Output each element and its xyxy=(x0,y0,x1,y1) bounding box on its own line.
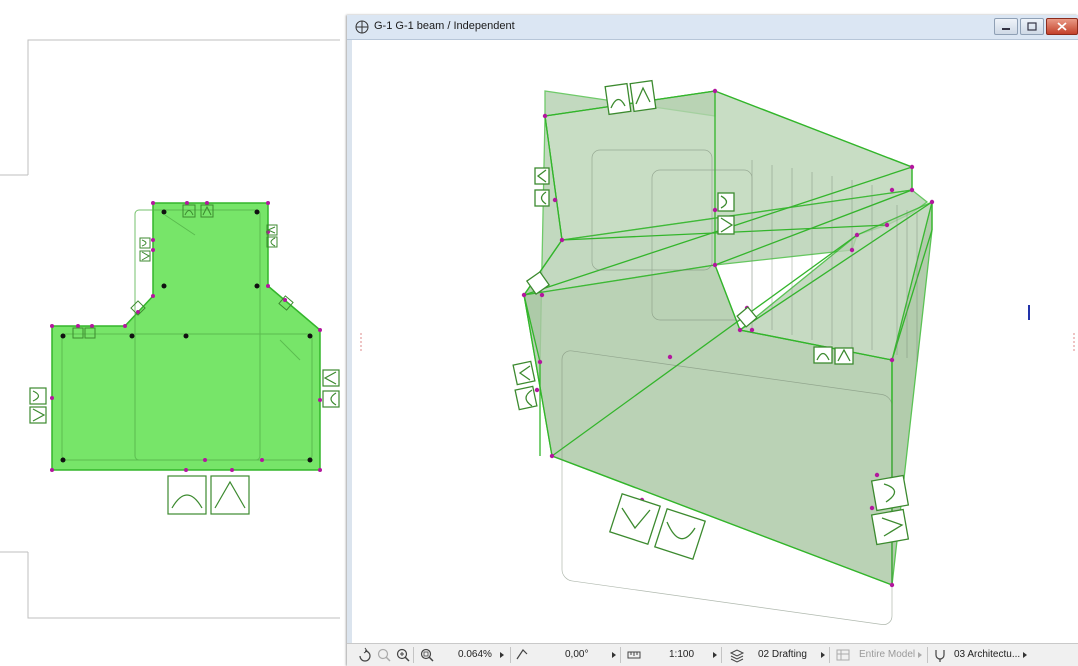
cross-section-view[interactable] xyxy=(0,0,350,666)
layers-icon[interactable] xyxy=(729,647,745,663)
renovation-icon[interactable] xyxy=(932,647,948,663)
zoom-dropdown-arrow[interactable] xyxy=(500,652,504,658)
angle-value[interactable]: 0,00° xyxy=(565,649,589,660)
minimize-icon xyxy=(1002,28,1010,30)
status-bar: 0.064% 0,00° 1:100 02 Drafting Entire Mo… xyxy=(347,643,1078,666)
rotation-angle-icon[interactable] xyxy=(514,647,530,663)
rebar-dots xyxy=(60,209,313,463)
separator xyxy=(829,647,830,663)
arc-shape-icon xyxy=(167,475,207,515)
scale-value[interactable]: 1:100 xyxy=(669,649,695,660)
beam-3d-model[interactable] xyxy=(522,90,933,586)
restore-button[interactable] xyxy=(1020,18,1044,35)
separator xyxy=(927,647,928,663)
cross-section-canvas xyxy=(0,39,340,619)
model-view-icon[interactable] xyxy=(835,647,851,663)
section-shape-icons[interactable] xyxy=(72,204,294,339)
section-large-icons[interactable] xyxy=(29,369,340,515)
renovation-filter[interactable]: 03 Architectu... xyxy=(954,649,1021,660)
close-icon xyxy=(1057,22,1067,31)
3d-viewport[interactable] xyxy=(352,40,1078,644)
layer-dropdown-arrow[interactable] xyxy=(821,652,825,658)
separator xyxy=(413,647,414,663)
section-frame xyxy=(0,39,340,619)
zoom-value[interactable]: 0.064% xyxy=(458,649,492,660)
scale-dropdown-arrow[interactable] xyxy=(713,652,717,658)
model-view-option[interactable]: Entire Model xyxy=(859,649,916,660)
separator xyxy=(510,647,511,663)
separator xyxy=(620,647,621,663)
scale-icon[interactable] xyxy=(626,647,642,663)
section-hotspots[interactable] xyxy=(50,201,322,472)
3d-model-canvas xyxy=(360,79,1075,625)
angle-dropdown-arrow[interactable] xyxy=(612,652,616,658)
layer-combination[interactable]: 02 Drafting xyxy=(758,649,807,660)
3d-window[interactable]: G-1 G-1 beam / Independent xyxy=(347,15,1078,666)
minimize-button[interactable] xyxy=(994,18,1018,35)
zoom-fit-icon[interactable] xyxy=(419,647,435,663)
title-bar[interactable]: G-1 G-1 beam / Independent xyxy=(347,15,1078,40)
window-title: G-1 G-1 beam / Independent xyxy=(374,20,515,32)
renovation-dropdown-arrow[interactable] xyxy=(1023,652,1027,658)
separator xyxy=(721,647,722,663)
restore-icon xyxy=(1027,22,1037,31)
viewport-side-grips[interactable] xyxy=(360,333,1075,353)
close-button[interactable] xyxy=(1046,18,1078,35)
zoom-previous-icon[interactable] xyxy=(376,647,392,663)
model-shape-icons[interactable] xyxy=(512,79,910,561)
beam-view-icon xyxy=(355,20,369,34)
zoom-in-icon[interactable] xyxy=(395,647,411,663)
orbit-icon[interactable] xyxy=(357,647,373,663)
model-view-dropdown-arrow[interactable] xyxy=(918,652,922,658)
